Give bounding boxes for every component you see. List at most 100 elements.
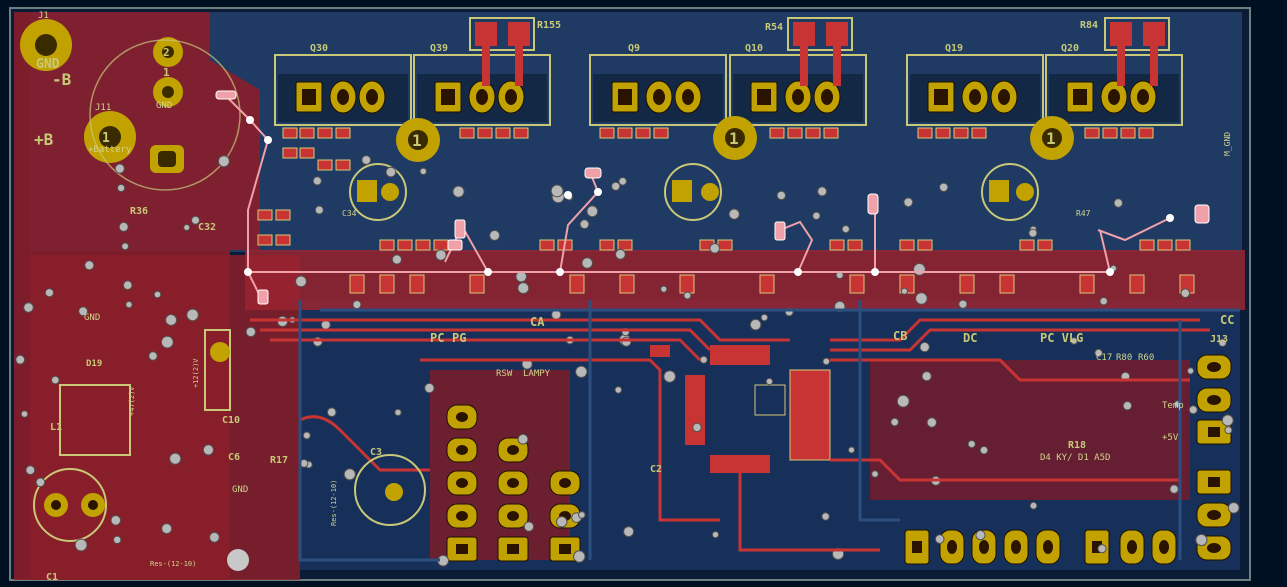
label-l1: L1 [50,422,62,433]
via [391,254,402,265]
label-d4-d1: D4 KY/ D1 A5D [1040,453,1110,463]
phase-pads[interactable] [349,116,1074,221]
label-tvs-note: +47(2)V [128,386,136,416]
via [967,440,976,449]
highlight-nodes [244,116,1174,276]
via [125,300,133,309]
via [1097,544,1107,554]
front-pour-right [870,360,1190,500]
via [1113,198,1124,208]
label-phase-b-pin: 1 [729,129,739,148]
label-r60: R60 [1138,353,1154,363]
via [295,275,307,288]
electrolytic-caps [59,329,426,526]
label-c6: C6 [228,452,240,463]
via [183,224,191,231]
via [896,394,910,408]
label-pg: PG [452,331,466,345]
label-j2-gnd: GND [156,101,172,111]
via [614,386,623,394]
label-cc: CC [1220,313,1234,327]
power-connectors[interactable] [20,19,241,542]
via [110,515,122,526]
label-gnd-bottom: GND [232,485,248,495]
header-holes [456,362,1221,554]
via [44,288,55,298]
via [169,452,182,465]
label-gnd-mid: GND [84,313,100,323]
via [579,219,590,230]
via [118,221,129,232]
label-r17: R17 [270,455,288,466]
via [749,318,762,331]
label-j2-pin1: 1 [163,66,170,79]
mosfet-row [274,54,1183,126]
via [958,299,968,309]
via [114,163,125,174]
via [25,465,36,476]
back-traces [298,300,1240,562]
via [1227,502,1240,514]
label-q39: Q39 [430,43,448,54]
via [1070,337,1078,345]
label-res-note-2: Res-(12-10) [330,480,338,526]
label-j11-pin1: 1 [102,131,110,146]
label-c17: C17 [1096,353,1112,363]
label-q9: Q9 [628,43,640,54]
via [711,531,720,539]
via [489,229,501,241]
label-j1: J1 [38,11,49,21]
label-m-gnd: M_GND [1223,132,1232,156]
label-gnd: GND [36,57,60,72]
via [113,535,122,544]
label-r84: R84 [1080,20,1098,31]
via [424,382,435,394]
label-cap-note: +12(2)V [192,358,200,388]
via [900,287,909,295]
via [153,290,162,299]
label-res-note: Res-(12-10) [150,560,196,568]
via [23,302,34,313]
via [74,538,88,552]
label-temp: Temp [1162,401,1184,411]
via [611,181,621,191]
via [361,155,372,165]
via [573,550,586,563]
via [326,407,337,418]
label-pc: PC [430,331,444,345]
label-j13: J13 [1210,334,1228,345]
label-j2-pin2: 2 [163,46,170,59]
via [343,468,356,481]
via [1028,228,1038,238]
shunt-resistors[interactable] [469,17,1170,86]
vias [15,155,1240,567]
via [352,300,362,310]
via [35,477,46,488]
label-phase-c-pin: 1 [1046,129,1056,148]
via [821,512,830,521]
via [148,351,158,361]
via [979,445,989,455]
via [20,410,29,418]
via [117,183,126,193]
label-c3: C3 [370,447,382,458]
via [1180,288,1191,299]
label-ca: CA [530,315,545,329]
mcu-and-ics[interactable] [650,345,831,473]
via [121,242,129,251]
mosfet-pads[interactable] [295,80,1157,114]
label-r47: R47 [1076,209,1091,218]
via [903,197,914,208]
label-q10: Q10 [745,43,763,54]
via [926,417,937,428]
label-c2: C2 [650,464,662,475]
cap-pad-2 [385,483,403,501]
via [623,526,635,538]
via [161,523,173,535]
via [709,243,721,254]
label-c1: C1 [46,572,58,583]
via [312,176,322,186]
via [302,431,311,440]
